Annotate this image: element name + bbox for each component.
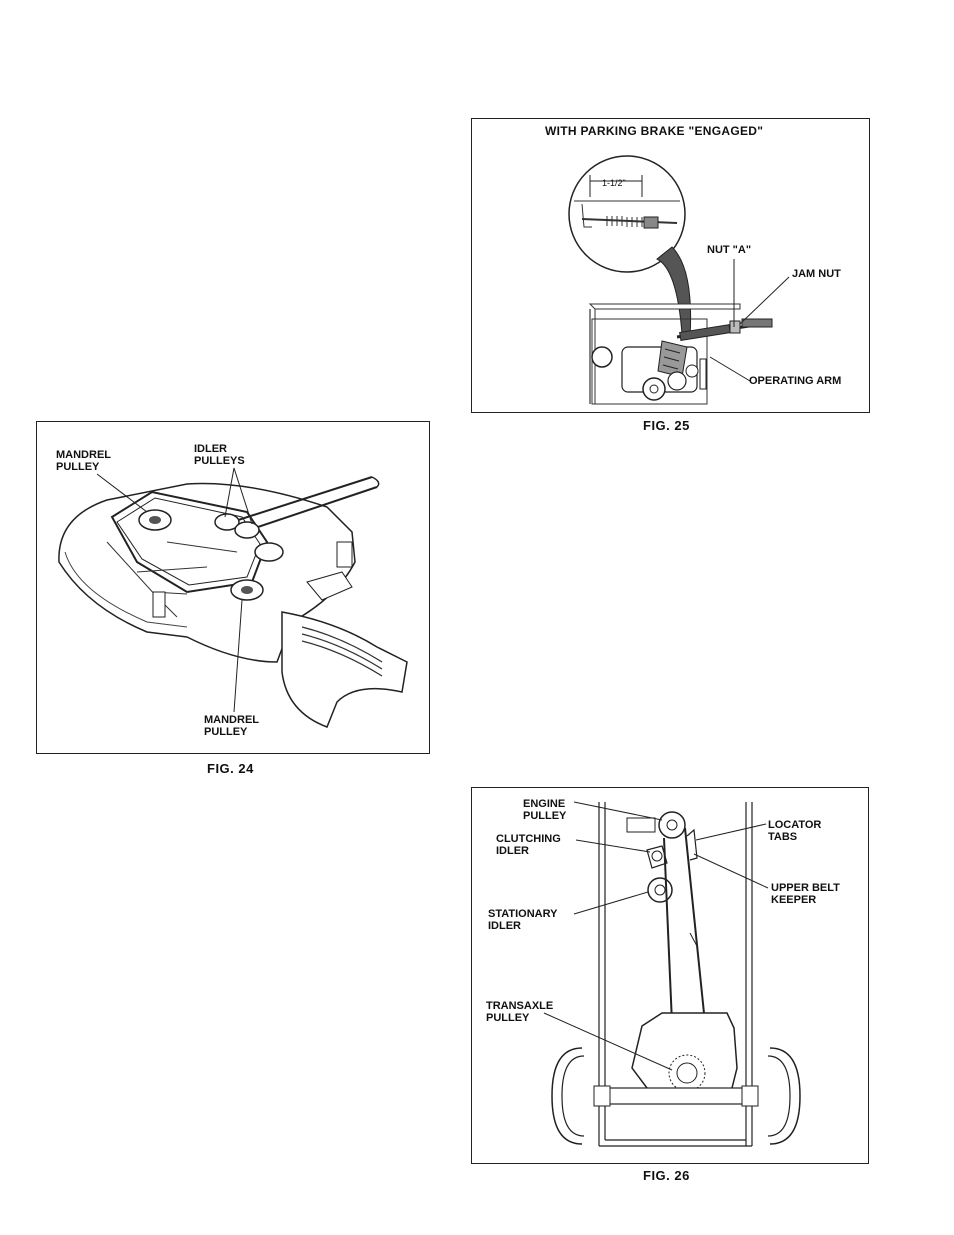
label-line: ENGINE bbox=[523, 798, 566, 810]
fig24-caption: FIG. 24 bbox=[207, 761, 254, 776]
label-clutching-idler: CLUTCHING IDLER bbox=[496, 833, 561, 857]
label-stationary-idler: STATIONARY IDLER bbox=[488, 908, 557, 932]
fig25-title: WITH PARKING BRAKE "ENGAGED" bbox=[545, 124, 763, 138]
label-locator-tabs: LOCATOR TABS bbox=[768, 819, 821, 843]
label-line: TABS bbox=[768, 831, 821, 843]
label-line: STATIONARY bbox=[488, 908, 557, 920]
fig26-caption: FIG. 26 bbox=[643, 1168, 690, 1183]
label-line: IDLER bbox=[488, 920, 557, 932]
label-line: MANDREL bbox=[204, 714, 259, 726]
label-line: IDLER bbox=[496, 845, 561, 857]
label-line: PULLEY bbox=[204, 726, 259, 738]
label-line: MANDREL bbox=[56, 449, 111, 461]
label-line: KEEPER bbox=[771, 894, 840, 906]
label-line: UPPER BELT bbox=[771, 882, 840, 894]
label-jam-nut: JAM NUT bbox=[792, 268, 841, 280]
label-line: PULLEY bbox=[523, 810, 566, 822]
label-idler-pulleys: IDLER PULLEYS bbox=[194, 443, 245, 467]
fig25-dimension-label: 1-1/2" bbox=[602, 177, 626, 189]
label-line: PULLEY bbox=[56, 461, 111, 473]
fig25-caption: FIG. 25 bbox=[643, 418, 690, 433]
label-upper-belt-keeper: UPPER BELT KEEPER bbox=[771, 882, 840, 906]
fig25-panel: WITH PARKING BRAKE "ENGAGED" 1-1/2" NUT … bbox=[471, 118, 870, 413]
label-transaxle-pulley: TRANSAXLE PULLEY bbox=[486, 1000, 553, 1024]
label-mandrel-pulley-top: MANDREL PULLEY bbox=[56, 449, 111, 473]
label-line: CLUTCHING bbox=[496, 833, 561, 845]
label-line: PULLEY bbox=[486, 1012, 553, 1024]
label-mandrel-pulley-bottom: MANDREL PULLEY bbox=[204, 714, 259, 738]
fig24-panel: MANDREL PULLEY IDLER PULLEYS MANDREL PUL… bbox=[36, 421, 430, 754]
fig26-panel: ENGINE PULLEY CLUTCHING IDLER STATIONARY… bbox=[471, 787, 869, 1164]
label-line: IDLER bbox=[194, 443, 245, 455]
fig25-parking-brake-illustration bbox=[472, 119, 871, 414]
label-line: TRANSAXLE bbox=[486, 1000, 553, 1012]
label-line: LOCATOR bbox=[768, 819, 821, 831]
label-operating-arm: OPERATING ARM bbox=[749, 375, 841, 387]
label-line: PULLEYS bbox=[194, 455, 245, 467]
label-nut-a: NUT "A" bbox=[707, 244, 751, 256]
label-engine-pulley: ENGINE PULLEY bbox=[523, 798, 566, 822]
